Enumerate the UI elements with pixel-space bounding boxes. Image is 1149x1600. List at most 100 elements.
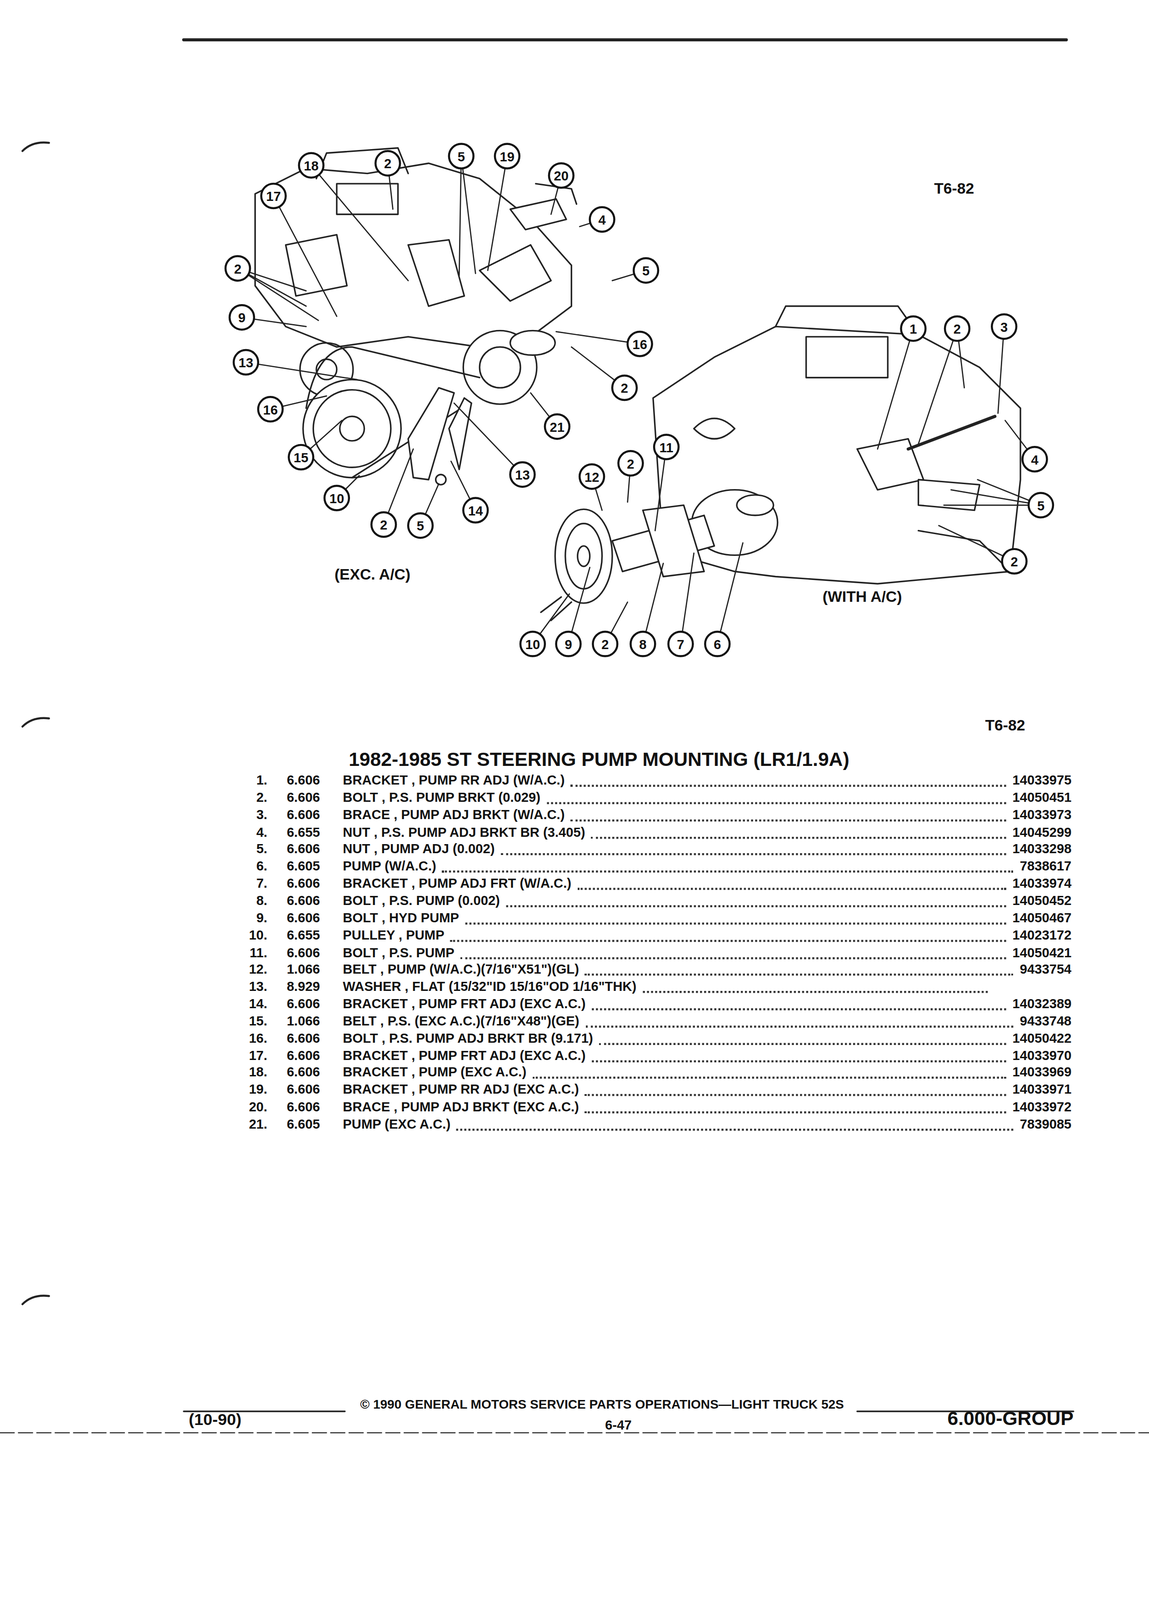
item-number: 8.	[256, 893, 268, 909]
dot-leader	[577, 887, 1007, 890]
illustration-line	[0, 1432, 1149, 1434]
callout-number: 12	[578, 463, 605, 490]
callout-number: 2	[591, 630, 619, 657]
callout-number: 21	[544, 413, 571, 440]
page-number: 6-47	[604, 1418, 632, 1433]
dot-leader	[456, 1128, 1014, 1131]
group-code: 6.606	[286, 893, 320, 909]
figure-label: T6-82	[934, 180, 975, 198]
part-description: BRACE , PUMP ADJ BRKT (EXC A.C.)	[342, 1099, 579, 1115]
item-number: 12.	[249, 962, 268, 978]
callout-number: 6	[704, 630, 731, 657]
illustration-line	[22, 1295, 49, 1305]
illustration-line	[303, 379, 402, 478]
part-description: BRACKET , PUMP (EXC A.C.)	[342, 1065, 527, 1081]
illustration-line	[461, 156, 476, 274]
group-code: 6.606	[286, 773, 320, 788]
illustration-line	[642, 504, 705, 577]
part-description: BOLT , P.S. PUMP (0.002)	[342, 893, 500, 909]
illustration-line	[565, 523, 603, 590]
callout-number: 15	[287, 444, 315, 471]
part-number: 14050452	[1012, 893, 1072, 909]
part-number: 14050422	[1012, 1031, 1072, 1046]
illustration-line	[908, 416, 995, 450]
group-code: 6.606	[286, 1048, 320, 1064]
item-number: 1.	[256, 773, 268, 788]
illustration-line	[694, 418, 735, 439]
group-code: 1.066	[286, 1014, 320, 1029]
item-number: 16.	[249, 1031, 268, 1046]
illustration-line	[717, 542, 743, 644]
dot-leader	[570, 784, 1007, 787]
item-number: 14.	[249, 996, 268, 1012]
callout-number: 20	[548, 162, 575, 189]
part-description: BRACKET , PUMP ADJ FRT (W/A.C.)	[342, 876, 572, 891]
illustration-line	[577, 545, 590, 567]
part-description: WASHER , FLAT (15/32"ID 15/16"OD 1/16"TH…	[342, 979, 637, 995]
group-code: 6.606	[286, 1082, 320, 1098]
part-description: BOLT , HYD PUMP	[342, 910, 460, 926]
item-number: 13.	[249, 979, 268, 995]
group-code: 6.655	[286, 824, 320, 840]
illustration-line	[510, 199, 567, 230]
callout-number: 5	[1027, 491, 1055, 519]
part-description: BRACKET , PUMP RR ADJ (EXC A.C.)	[342, 1082, 579, 1098]
illustration-line	[408, 239, 465, 307]
group-code: 6.606	[286, 1031, 320, 1046]
illustration-line	[487, 156, 508, 271]
illustration-line	[806, 336, 889, 378]
illustration-line	[311, 165, 409, 281]
part-description: BOLT , P.S. PUMP BRKT (0.029)	[342, 790, 541, 805]
figure-label: (WITH A/C)	[822, 588, 903, 606]
part-description: PUMP (EXC A.C.)	[342, 1117, 451, 1132]
item-number: 2.	[256, 790, 268, 805]
illustration-line	[313, 389, 391, 468]
part-number: 14033969	[1012, 1065, 1072, 1081]
dot-leader	[449, 939, 1007, 942]
dot-leader	[591, 1059, 1007, 1062]
dot-leader	[465, 922, 1007, 925]
part-number: 9433754	[1019, 962, 1072, 978]
callout-number: 2	[617, 449, 644, 477]
dot-leader	[506, 904, 1007, 907]
callout-number: 4	[1021, 445, 1048, 473]
dot-leader	[500, 853, 1006, 856]
illustration-line	[680, 553, 694, 645]
callout-number: 11	[653, 433, 680, 460]
dot-leader	[532, 1077, 1007, 1080]
callout-number: 2	[370, 511, 397, 538]
part-description: BRACE , PUMP ADJ BRKT (W/A.C.)	[342, 807, 565, 823]
illustration-line	[454, 403, 523, 475]
group-code: 6.606	[286, 1099, 320, 1115]
part-number: 14050467	[1012, 910, 1072, 926]
illustration-line	[510, 330, 556, 355]
part-description: BELT , P.S. (EXC A.C.)(7/16"X48")(GE)	[342, 1014, 580, 1029]
group-code: 6.605	[286, 1117, 320, 1132]
illustration-line	[459, 156, 461, 276]
callout-number: 14	[462, 496, 489, 524]
callout-number: 5	[632, 257, 660, 284]
group-code: 6.606	[286, 996, 320, 1012]
callout-number: 2	[224, 254, 251, 282]
item-number: 18.	[249, 1065, 268, 1081]
part-description: BOLT , P.S. PUMP	[342, 945, 455, 960]
dot-leader	[590, 836, 1007, 839]
illustration-line	[944, 504, 1041, 506]
engine-with-ac	[540, 306, 1021, 621]
callout-number: 1	[899, 315, 927, 342]
callout-number: 9	[228, 304, 255, 331]
part-number: 14033974	[1012, 876, 1072, 891]
part-description: BRACKET , PUMP FRT ADJ (EXC A.C.)	[342, 996, 586, 1012]
part-number: 14033973	[1012, 807, 1072, 823]
group-code: 6.605	[286, 859, 320, 875]
part-description: PUMP (W/A.C.)	[342, 859, 436, 875]
footer-date: (10-90)	[188, 1410, 242, 1429]
item-number: 9.	[256, 910, 268, 926]
item-number: 4.	[256, 824, 268, 840]
part-number: 14033971	[1012, 1082, 1072, 1098]
group-code: 6.606	[286, 790, 320, 805]
part-number: 14033975	[1012, 773, 1072, 788]
illustration-line	[183, 38, 1067, 42]
figure-label: (EXC. A/C)	[334, 565, 411, 583]
